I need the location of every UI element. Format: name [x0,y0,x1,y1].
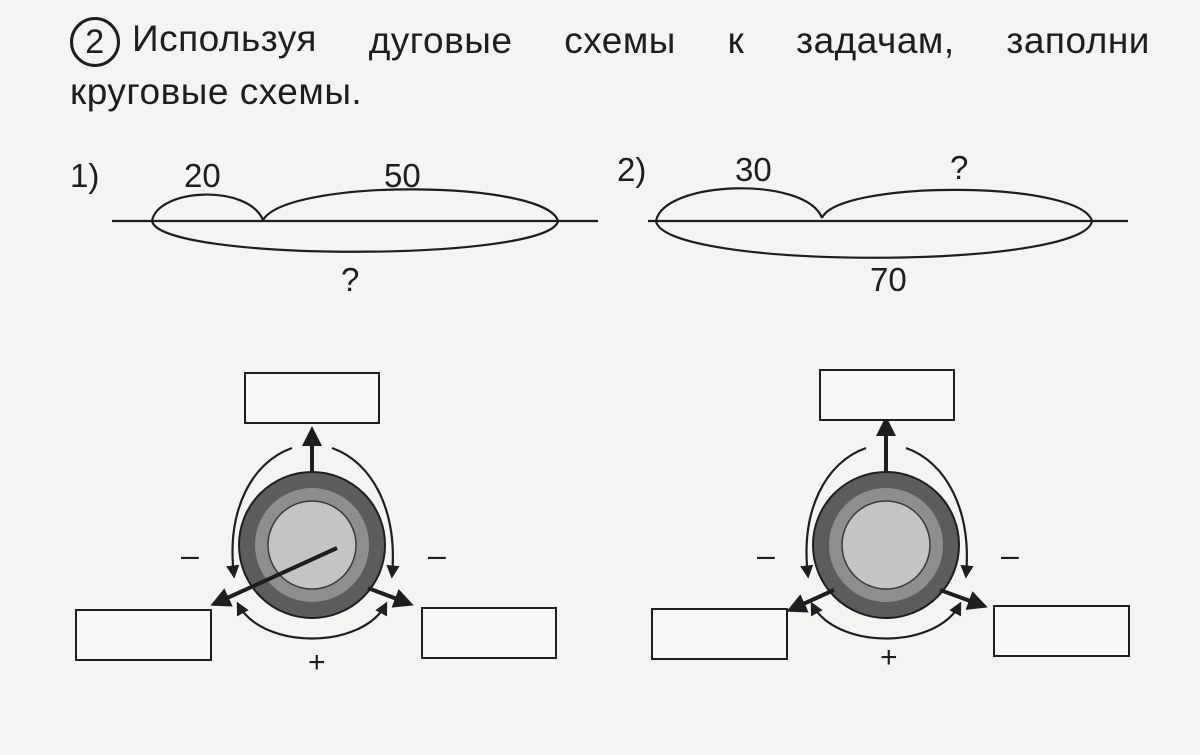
problem-1-part-b: 50 [384,157,421,194]
circle-scheme-1-minus-right: – [428,537,446,573]
circle-scheme-2-curve-right [905,446,974,579]
circle-scheme-2-plus: + [880,641,898,674]
heading-line-2: круговые схемы. [70,71,363,112]
circle-scheme-2-answer-box-right[interactable] [993,605,1130,657]
circle-scheme-1-curve-left [226,446,293,579]
heading-line-1: 2 Используя дуговые схемы к задачам, запо… [70,14,1150,67]
circle-scheme-1-plus: + [308,646,326,679]
circle-scheme-1 [210,426,414,640]
heading-word-6: заполни [1006,19,1150,61]
problem-1-total: ? [341,261,360,298]
task-heading: 2 Используя дуговые схемы к задачам, запо… [70,14,1150,117]
circle-scheme-1-arrow-left [210,546,338,607]
circle-scheme-2-answer-box-top[interactable] [819,369,955,421]
circle-scheme-2-arrow-right [939,588,988,610]
circle-scheme-2 [786,416,988,640]
circle-scheme-2-minus-left: – [757,537,775,573]
circle-scheme-1-minus-left: – [181,537,199,573]
problem-2-part-a: 30 [735,151,772,188]
heading-word-3: схемы [564,19,676,61]
arc-scheme-1-arc-total [150,220,560,253]
circle-scheme-1-answer-box-top[interactable] [244,372,380,424]
circle-scheme-2-inner-disc [841,500,931,590]
problem-2-label: 2) [617,151,647,188]
heading-word-2: дуговые [368,19,513,61]
circle-scheme-2-curve-bottom [810,601,962,640]
problem-2-total: 70 [870,261,907,298]
circle-scheme-2-curve-left [800,446,867,579]
arc-scheme-2-arc-part-a [654,187,824,222]
heading-word-5: задачам, [796,19,955,61]
circle-scheme-1-curve-right [331,446,400,579]
heading-word-1: Используя [132,18,317,59]
circle-scheme-1-answer-box-left[interactable] [75,609,212,661]
problem-2-part-b: ? [950,149,969,186]
arc-scheme-2-arc-part-b [820,188,1094,222]
arc-scheme-2 [648,187,1128,259]
problem-1-part-a: 20 [184,157,221,194]
arc-scheme-1-arc-part-a [150,193,265,222]
arc-scheme-2-arc-total [654,220,1094,259]
circle-scheme-1-arrow-right [367,586,414,608]
circle-scheme-2-minus-right: – [1001,537,1019,573]
heading-word-4: к [727,19,745,61]
circle-scheme-2-arrow-left [786,588,835,613]
circle-scheme-1-inner-disc [267,500,357,590]
circle-scheme-2-answer-box-left[interactable] [651,608,788,660]
circle-scheme-1-answer-box-right[interactable] [421,607,557,659]
problem-1-label: 1) [70,157,100,194]
task-number-badge: 2 [70,17,120,67]
arc-scheme-1 [112,188,598,253]
circle-scheme-1-curve-bottom [236,601,388,640]
arc-scheme-1-arc-part-b [262,188,560,222]
